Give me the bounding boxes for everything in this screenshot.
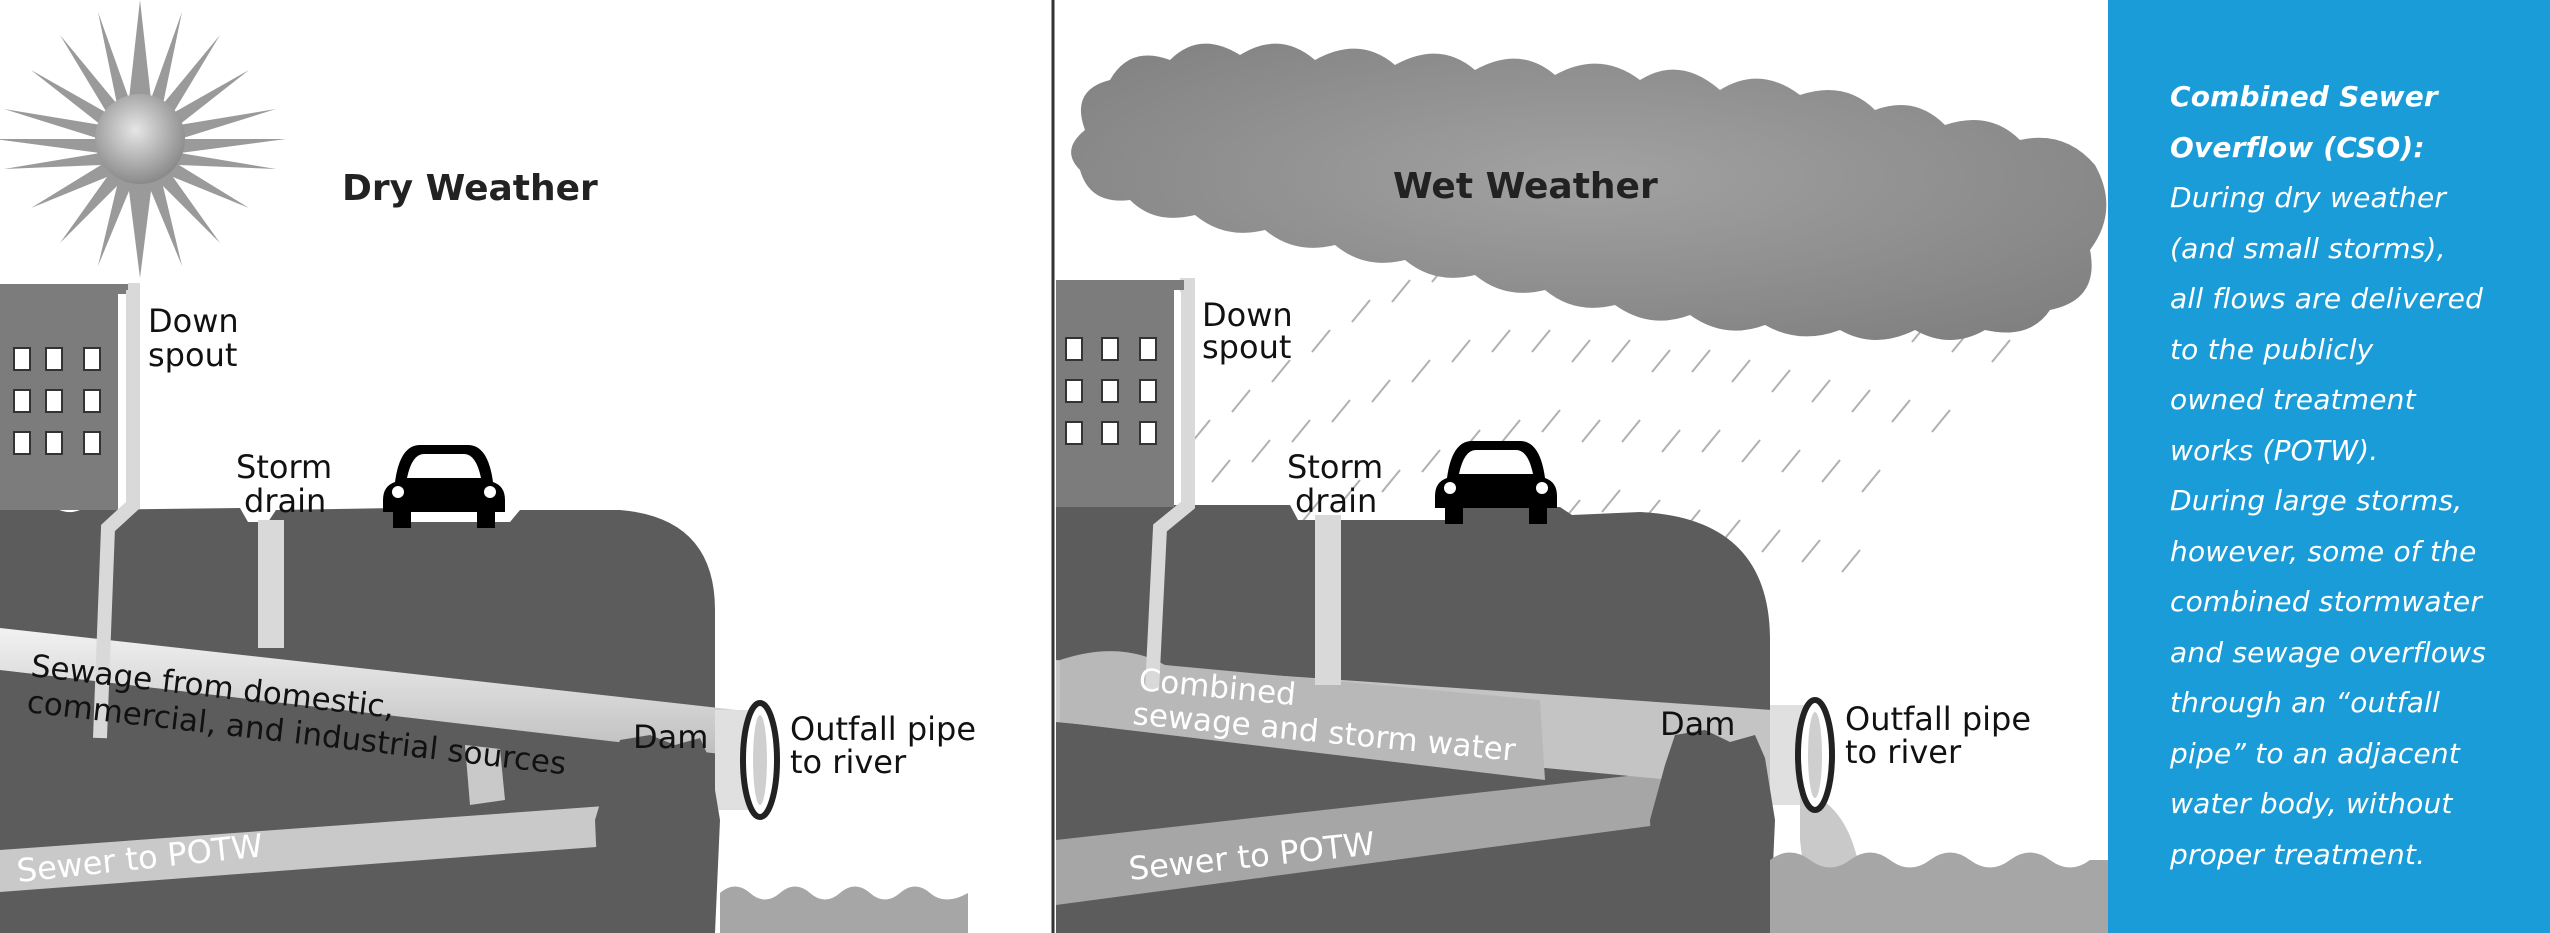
storm-drain-pipe [1315,515,1341,685]
cso-description-line: all flows are delivered [2170,282,2484,315]
cso-description-line: During dry weather [2170,181,2447,214]
downspout-label-2: spout [1202,328,1291,366]
dry-weather-title: Dry Weather [342,168,598,209]
wet-weather-title: Wet Weather [1393,166,1658,207]
cso-description-line: to the publicly [2170,332,2374,366]
storm-drain-pipe [258,520,284,648]
cso-description-line: During large storms, [2170,484,2463,517]
cso-description-line: owned treatment [2170,383,2416,416]
downspout-label-2: spout [148,336,237,374]
outfall-label-1: Outfall pipe [790,710,976,748]
cso-description-line: combined stormwater [2170,585,2483,618]
cso-diagram: Dry Weather Down spout Storm drain Sewag… [0,0,2108,933]
river-water [1770,852,2108,933]
building [1056,280,1184,507]
dam-label: Dam [633,718,708,756]
sewer-pipe [1056,760,1770,905]
cso-heading-line-1: Combined Sewer [2170,80,2438,113]
cso-description: During dry weather (and small storms), all… [2170,173,2502,880]
sewer-pipe [0,798,715,892]
cso-explanation-panel: Combined Sewer Overflow (CSO): During dr… [2108,0,2550,933]
outfall-label-2: to river [790,743,907,781]
cso-description-line: water body, without [2170,787,2453,820]
outfall-pipe [715,700,780,820]
downspout-label-1: Down [148,302,239,340]
cso-description-line: (and small storms), [2170,231,2446,265]
dry-weather-panel: Dry Weather Down spout Storm drain Sewag… [0,0,976,933]
cloud-icon [1071,43,2107,341]
storm-drain-label-2: drain [244,482,326,520]
sun-icon [0,0,286,278]
downspout [1145,278,1195,691]
cso-description-line: pipe” to an adjacent [2170,736,2460,770]
dam [595,735,720,933]
storm-drain-label-1: Storm [1287,448,1383,486]
dam [1650,730,1775,933]
sewage-pipe [0,628,755,758]
downspout-label-1: Down [1202,296,1293,334]
storm-drain-label-1: Storm [236,448,332,486]
combined-flow [1060,651,1545,780]
car-icon [1435,441,1557,524]
dam-label: Dam [1660,705,1735,743]
downspout [93,283,140,739]
river-water [720,886,968,933]
cso-description-line: and sewage overflows [2170,635,2487,669]
cso-description-line: works (POTW). [2170,433,2379,467]
outfall-label-2: to river [1845,733,1962,771]
cso-description-line: however, some of the [2170,534,2477,568]
pipe-drop [465,745,505,805]
cso-description-line: proper treatment. [2170,837,2426,871]
building [0,284,128,510]
cso-heading-line-2: Overflow (CSO): [2170,130,2425,164]
storm-drain-label-2: drain [1295,482,1377,520]
cso-description-line: through an “outfall [2170,686,2441,719]
car-icon [383,445,505,528]
wet-weather-panel: Wet Weather Down spout Storm drain Combi… [1056,43,2108,933]
outfall-label-1: Outfall pipe [1845,700,2031,738]
